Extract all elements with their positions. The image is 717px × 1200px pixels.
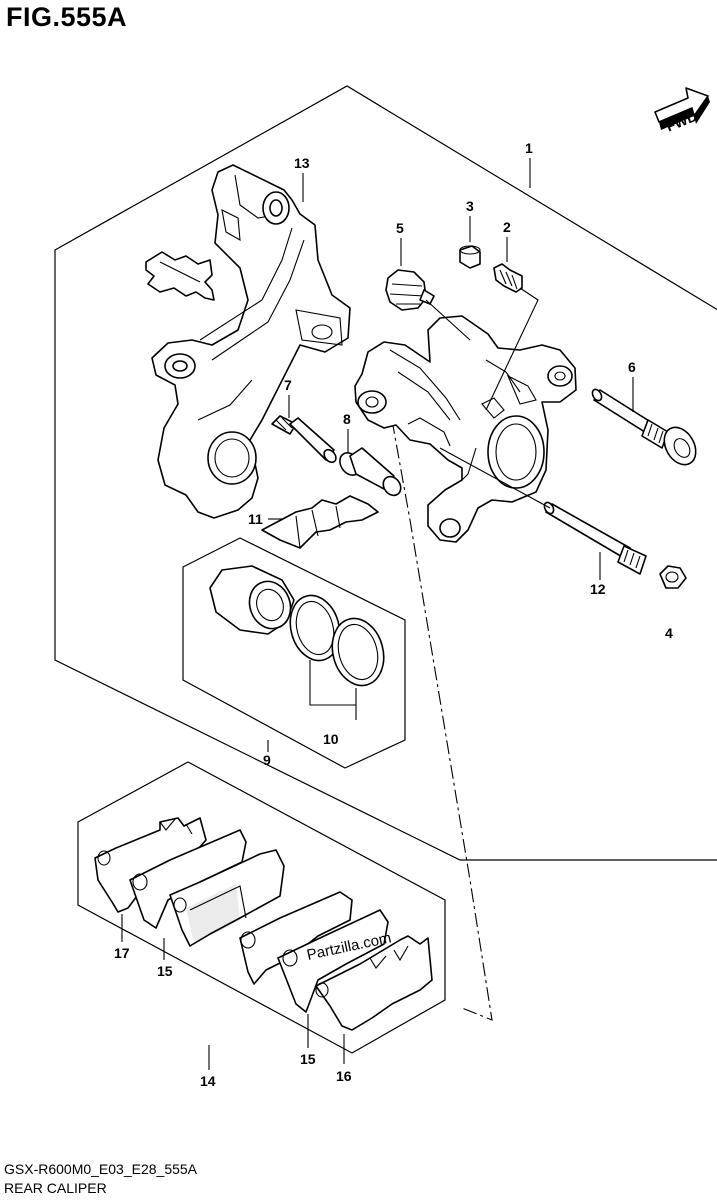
callout-3: 3 <box>466 198 474 214</box>
slide-pin-7 <box>271 415 337 464</box>
slide-pin-8 <box>339 447 402 497</box>
callout-5: 5 <box>396 220 404 236</box>
slide-pin-6 <box>591 388 697 466</box>
leader-12 <box>439 447 551 509</box>
callout-9: 9 <box>263 752 271 768</box>
callout-10: 10 <box>323 731 339 747</box>
callout-17: 17 <box>114 945 130 961</box>
diagram-code: GSX-R600M0_E03_E28_555A <box>4 1161 198 1177</box>
bracket-pad-clip <box>145 251 215 301</box>
leader-10 <box>309 660 357 720</box>
slide-pin-12 <box>543 501 647 575</box>
callout-8: 8 <box>343 411 351 427</box>
callout-2: 2 <box>503 219 511 235</box>
callout-15-right: 15 <box>300 1051 316 1067</box>
piston <box>209 565 295 635</box>
bleeder-valve <box>493 263 523 293</box>
piston-seals <box>289 594 385 687</box>
caliper-assembly-outline <box>54 85 717 861</box>
pad-shim-16 <box>315 935 433 1031</box>
pad-alignment-line <box>391 419 493 1021</box>
nut-4 <box>659 565 687 589</box>
callout-14: 14 <box>200 1073 216 1089</box>
pad-spring <box>261 495 379 549</box>
caliper-bracket <box>151 164 351 519</box>
piston-kit-outline <box>182 537 406 769</box>
figure-title: FIG.555A <box>6 2 128 32</box>
brake-pad-left <box>169 849 285 947</box>
brake-pad-15-right <box>277 909 389 1013</box>
callout-4: 4 <box>665 625 673 641</box>
callout-13: 13 <box>294 155 310 171</box>
fwd-arrow-icon: FWD <box>654 87 710 135</box>
callout-11: 11 <box>248 511 263 527</box>
pad-set-outline <box>77 761 446 1054</box>
leader-2 <box>485 287 539 411</box>
callout-16: 16 <box>336 1068 352 1084</box>
caliper-body <box>354 315 577 543</box>
callout-7: 7 <box>284 377 292 393</box>
leader-5 <box>425 299 471 341</box>
brake-pad-right <box>239 891 353 985</box>
boot <box>385 269 435 311</box>
bleeder-cap <box>459 245 481 269</box>
callout-1: 1 <box>525 140 533 156</box>
callout-12: 12 <box>590 581 606 597</box>
callout-15-left: 15 <box>157 963 173 979</box>
diagram-name: REAR CALIPER <box>4 1180 107 1196</box>
callout-6: 6 <box>628 359 636 375</box>
